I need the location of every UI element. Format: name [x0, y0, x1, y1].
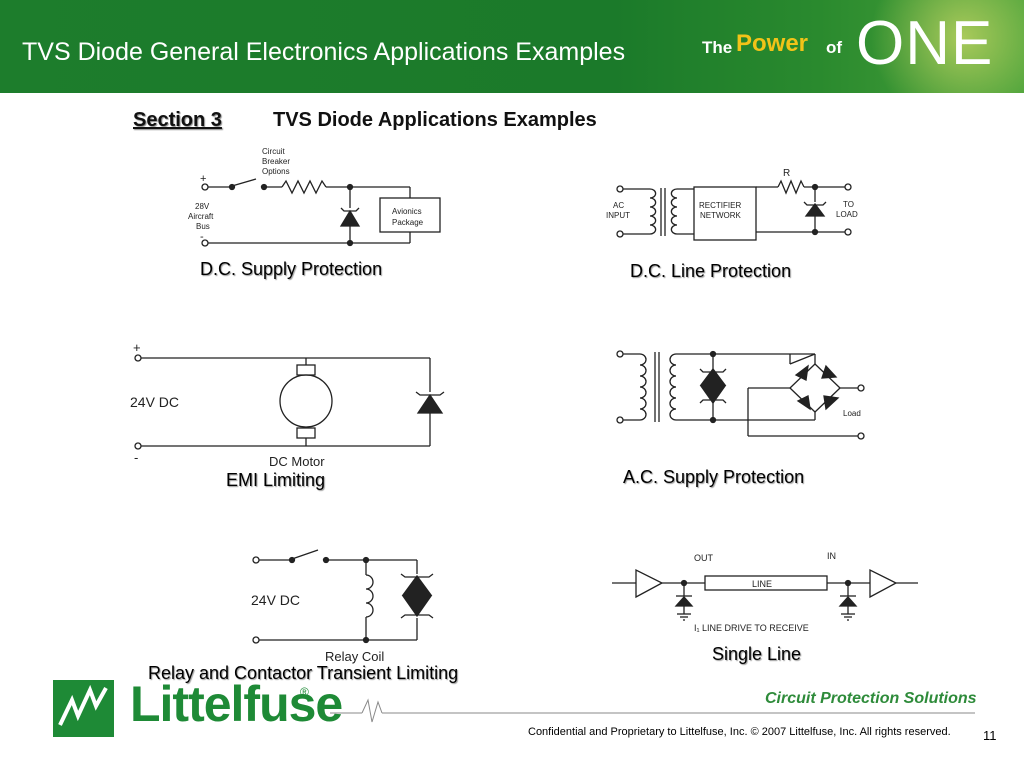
dc-plus: + — [200, 173, 206, 185]
page-number: 11 — [983, 728, 997, 743]
emi-motor: DC Motor — [269, 454, 325, 469]
company-tagline: Circuit Protection Solutions — [765, 690, 977, 707]
dcl-r: R — [783, 168, 790, 179]
dc-bus-1: 28V — [195, 202, 210, 211]
relay-coil: Relay Coil — [325, 649, 384, 664]
dc-line-diagram — [616, 179, 852, 241]
page-title: TVS Diode General Electronics Applicatio… — [22, 38, 626, 66]
littelfuse-logo-mark — [53, 680, 114, 737]
ac-load: Load — [843, 409, 861, 418]
relay-diagram — [252, 549, 434, 644]
sl-line: LINE — [752, 579, 772, 589]
dcl-ac-1: AC — [613, 201, 624, 210]
brand-power: Power — [736, 30, 809, 57]
brand-one: ONE — [856, 9, 994, 78]
dc-breaker-1: Circuit — [262, 147, 285, 156]
dcl-rect-2: NETWORK — [700, 211, 742, 220]
dcl-to-2: LOAD — [836, 210, 858, 219]
header-banner: TVS Diode General Electronics Applicatio… — [0, 0, 1024, 93]
dc-pkg-1: Avionics — [392, 207, 422, 216]
emi-minus: - — [134, 450, 138, 465]
dcl-rect-1: RECTIFIER — [699, 201, 741, 210]
section-title: TVS Diode Applications Examples — [273, 109, 597, 131]
footer-rule — [330, 698, 975, 723]
dc-breaker-3: Options — [262, 167, 290, 176]
registered-mark: ® — [300, 685, 309, 699]
dc-pkg-2: Package — [392, 218, 424, 227]
sl-in: IN — [827, 551, 836, 561]
brand-the: The — [702, 38, 733, 57]
caption-dc-supply: D.C. Supply Protection — [200, 259, 383, 279]
sl-out: OUT — [694, 553, 714, 563]
dcl-to-1: TO — [843, 200, 854, 209]
dc-minus: - — [200, 231, 204, 243]
dcl-ac-2: INPUT — [606, 211, 630, 220]
emi-voltage: 24V DC — [130, 394, 179, 410]
section-label: Section 3 — [133, 109, 222, 131]
caption-dc-line: D.C. Line Protection — [630, 261, 792, 281]
dc-supply-diagram — [201, 178, 441, 247]
dc-bus-2: Aircraft — [188, 212, 214, 221]
littelfuse-logo-text: Littelfuse — [130, 676, 343, 732]
dc-breaker-2: Breaker — [262, 157, 290, 166]
brand-glow — [820, 0, 1024, 93]
confidential-notice: Confidential and Proprietary to Littelfu… — [528, 726, 951, 738]
brand-of: of — [826, 38, 843, 57]
dc-bus-3: Bus — [196, 222, 210, 231]
single-line-diagram — [612, 568, 918, 621]
emi-plus: + — [133, 340, 141, 355]
sl-drive: I₁ LINE DRIVE TO RECEIVE — [694, 623, 809, 633]
emi-diagram — [134, 354, 445, 450]
ac-supply-diagram — [616, 350, 865, 440]
caption-relay: Relay and Contactor Transient Limiting — [148, 663, 459, 683]
caption-single-line: Single Line — [712, 644, 802, 664]
caption-emi: EMI Limiting — [226, 470, 326, 490]
caption-ac-supply: A.C. Supply Protection — [623, 467, 805, 487]
relay-voltage: 24V DC — [251, 592, 300, 608]
